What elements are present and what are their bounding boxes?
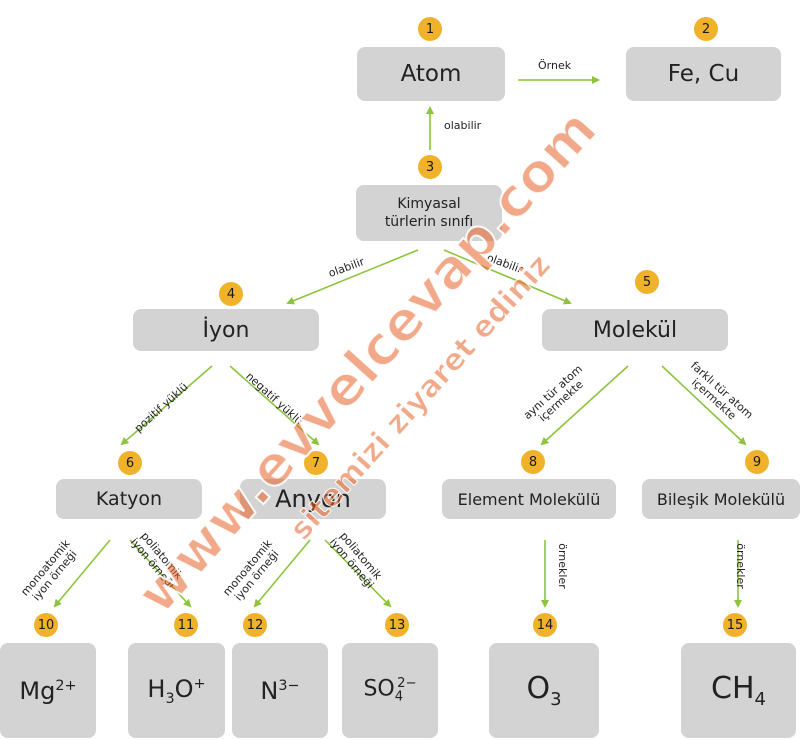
formula-h3o-h: H bbox=[147, 674, 166, 703]
badge-11: 11 bbox=[174, 613, 198, 637]
formula-ch4: CH4 bbox=[711, 671, 766, 710]
node-element-molekulu-label: Element Molekülü bbox=[457, 489, 601, 509]
formula-h3o-sub: 3 bbox=[165, 690, 175, 707]
badge-10: 10 bbox=[34, 613, 58, 637]
badge-12: 12 bbox=[243, 613, 267, 637]
formula-n-charge: 3− bbox=[278, 677, 300, 694]
node-bilesik-molekulu-label: Bileşik Molekülü bbox=[656, 489, 786, 509]
badge-4: 4 bbox=[219, 282, 243, 306]
node-fecu-label: Fe, Cu bbox=[667, 61, 740, 87]
node-molekul: Molekül bbox=[542, 309, 728, 351]
formula-n: N3− bbox=[260, 677, 299, 705]
node-iyon: İyon bbox=[133, 309, 319, 351]
arrow-anyon-so4 bbox=[324, 539, 392, 608]
node-atom-label: Atom bbox=[400, 61, 462, 87]
node-so4: SO42− bbox=[342, 643, 438, 738]
node-kimyasal: Kimyasal türlerin sınıfı bbox=[356, 185, 502, 241]
badge-13: 13 bbox=[385, 613, 409, 637]
label-ornek: Örnek bbox=[538, 59, 572, 72]
formula-o3-sub: 3 bbox=[550, 689, 562, 710]
label-ornekler-1: örnekler bbox=[555, 543, 569, 589]
badge-1: 1 bbox=[418, 17, 442, 41]
node-bilesik-molekulu: Bileşik Molekülü bbox=[642, 479, 800, 519]
formula-h3o: H3O+ bbox=[147, 675, 205, 707]
formula-o3-base: O bbox=[526, 671, 551, 706]
badge-7: 7 bbox=[304, 451, 328, 475]
arrow-iyon-katyon bbox=[120, 365, 213, 446]
node-element-molekulu: Element Molekülü bbox=[442, 479, 616, 519]
node-fecu: Fe, Cu bbox=[626, 47, 781, 101]
node-h3o: H3O+ bbox=[128, 643, 225, 738]
node-katyon-label: Katyon bbox=[95, 488, 163, 510]
node-ch4: CH4 bbox=[681, 643, 796, 738]
node-molekul-label: Molekül bbox=[592, 317, 678, 343]
formula-mg: Mg2+ bbox=[19, 677, 76, 705]
node-anyon-label: Anyon bbox=[275, 485, 351, 513]
badge-9: 9 bbox=[745, 450, 769, 474]
arrow-anyon-n bbox=[253, 539, 311, 608]
arrow-katyon-mg bbox=[53, 539, 111, 608]
formula-ch4-sub: 4 bbox=[754, 689, 766, 710]
node-kimyasal-line2: türlerin sınıfı bbox=[384, 214, 474, 230]
badge-2: 2 bbox=[694, 17, 718, 41]
node-anyon: Anyon bbox=[240, 479, 386, 519]
node-kimyasal-line1: Kimyasal bbox=[397, 196, 461, 212]
formula-h3o-charge: + bbox=[193, 675, 206, 692]
arrow-iyon-anyon bbox=[229, 365, 320, 446]
formula-o3: O3 bbox=[526, 671, 561, 710]
formula-h3o-o: O bbox=[174, 674, 194, 703]
badge-15: 15 bbox=[723, 613, 747, 637]
node-katyon: Katyon bbox=[56, 479, 202, 519]
label-ornekler-2: örnekler bbox=[733, 543, 747, 589]
formula-mg-base: Mg bbox=[19, 676, 56, 705]
arrow-katyon-h3o bbox=[129, 539, 192, 608]
formula-so4-sub: 4 bbox=[394, 689, 404, 705]
formula-so4-base: SO bbox=[363, 676, 395, 702]
formula-so4-charge: 2− bbox=[397, 676, 417, 692]
arrow-kimyasal-iyon bbox=[286, 249, 419, 305]
formula-n-base: N bbox=[260, 676, 279, 705]
badge-14: 14 bbox=[533, 613, 557, 637]
node-n: N3− bbox=[232, 643, 328, 738]
node-atom: Atom bbox=[357, 47, 505, 101]
badge-6: 6 bbox=[118, 451, 142, 475]
node-o3: O3 bbox=[489, 643, 599, 738]
formula-so4: SO42− bbox=[363, 676, 416, 705]
node-iyon-label: İyon bbox=[202, 317, 250, 343]
node-mg: Mg2+ bbox=[0, 643, 96, 738]
arrow-molekul-element bbox=[540, 365, 629, 446]
badge-3: 3 bbox=[418, 155, 442, 179]
arrow-kimyasal-molekul bbox=[443, 249, 572, 305]
badge-8: 8 bbox=[521, 450, 545, 474]
formula-ch4-base: CH bbox=[711, 671, 755, 706]
arrow-molekul-bilesik bbox=[661, 365, 747, 446]
formula-mg-charge: 2+ bbox=[55, 677, 77, 694]
badge-5: 5 bbox=[635, 270, 659, 294]
label-olabilir-up: olabilir bbox=[444, 119, 482, 132]
